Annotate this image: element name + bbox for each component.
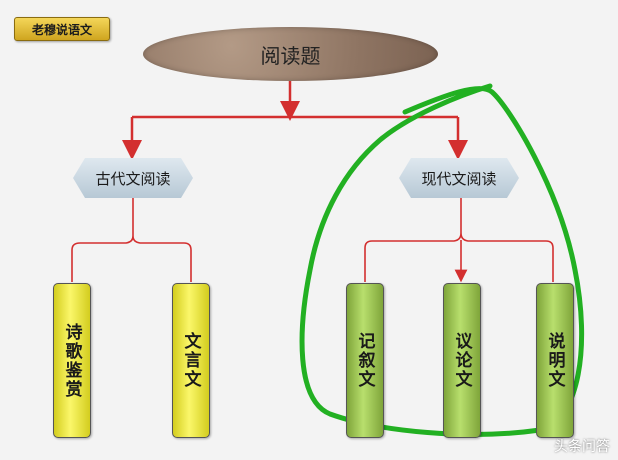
leaf-poetry-appreciation: 诗歌鉴赏 [53, 283, 91, 438]
leaf-expository: 说明文 [536, 283, 574, 438]
highlight-loop [299, 83, 585, 437]
leaf-label: 议论文 [451, 332, 472, 389]
modern-bracket [364, 198, 554, 282]
leaf-label: 记叙文 [354, 332, 375, 389]
leaf-argumentative: 议论文 [443, 283, 481, 438]
leaf-narrative: 记叙文 [346, 283, 384, 438]
node-modern-reading: 现代文阅读 [399, 158, 519, 198]
root-node-reading-questions: 阅读题 [143, 27, 438, 81]
author-tag: 老穆说语文 [14, 17, 110, 41]
leaf-label: 诗歌鉴赏 [61, 322, 82, 399]
node-ancient-reading: 古代文阅读 [73, 158, 193, 198]
watermark: 头条问答 [554, 439, 610, 455]
leaf-label: 说明文 [544, 332, 565, 389]
leaf-label: 文言文 [180, 332, 201, 389]
ancient-bracket [71, 198, 192, 282]
leaf-classical-prose: 文言文 [172, 283, 210, 438]
